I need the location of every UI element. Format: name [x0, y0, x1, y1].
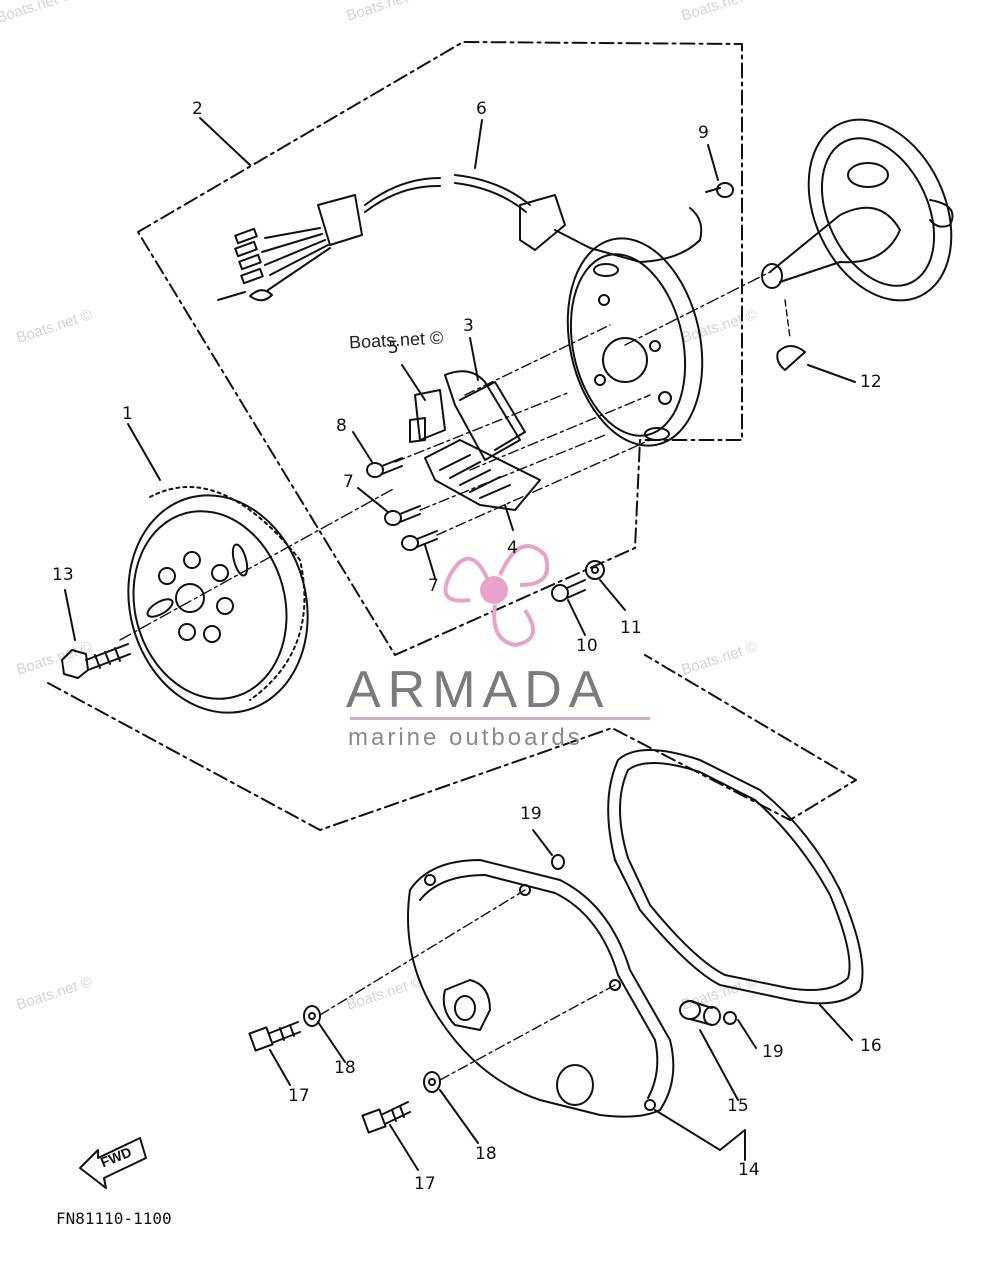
washer [423, 1071, 441, 1093]
cover-gasket [607, 749, 864, 1005]
callout-16: 16 [860, 1036, 882, 1056]
callout-2: 2 [192, 99, 203, 119]
dowel-pin [679, 1000, 721, 1026]
screw [401, 439, 651, 551]
callout-15: 15 [727, 1096, 749, 1116]
flywheel-cover [319, 859, 675, 1118]
callout-12: 12 [860, 372, 882, 392]
bolt [361, 1101, 411, 1134]
armada-propeller-icon [443, 544, 550, 647]
washer [585, 560, 605, 580]
armada-logo: ARMADA [346, 661, 611, 719]
screw [366, 391, 571, 478]
callout-18: 18 [475, 1144, 497, 1164]
stator-base-plate [566, 237, 704, 447]
charge-coil [444, 324, 611, 461]
callout-9: 9 [698, 123, 709, 143]
callout-4: 4 [507, 538, 518, 558]
diagram-code: FN81110-1100 [56, 1209, 172, 1228]
group-outline-dashed [47, 654, 857, 831]
lighting-coil [424, 394, 651, 511]
forward-arrow-icon [79, 1137, 147, 1189]
pin [723, 1011, 737, 1025]
callout-19: 19 [762, 1042, 784, 1062]
logo-divider [350, 717, 650, 720]
callout-6: 6 [476, 99, 487, 119]
pin [551, 854, 565, 870]
callout-14: 14 [738, 1160, 760, 1180]
crankshaft-taper [624, 118, 954, 346]
woodruff-key [776, 345, 806, 371]
bolt [248, 1021, 301, 1052]
callout-1: 1 [122, 404, 133, 424]
wire-harness [217, 174, 703, 302]
pulser-coil [409, 389, 446, 443]
screw [384, 434, 606, 526]
flywheel-bolt [61, 643, 131, 679]
group-outline-dashed [137, 41, 743, 656]
bolt [551, 579, 586, 602]
callout-13: 13 [52, 565, 74, 585]
callout-10: 10 [576, 636, 598, 656]
callout-3: 3 [463, 316, 474, 336]
callout-17: 17 [414, 1174, 436, 1194]
ground-screw [705, 182, 734, 198]
callout-11: 11 [620, 618, 642, 638]
callout-5: 5 [388, 338, 399, 358]
callout-7: 7 [428, 576, 439, 596]
callout-7: 7 [343, 472, 354, 492]
callout-18: 18 [334, 1058, 356, 1078]
callout-8: 8 [336, 416, 347, 436]
washer [303, 1005, 321, 1027]
callout-19: 19 [520, 804, 542, 824]
armada-tagline: marine outboards [348, 724, 583, 751]
callout-17: 17 [288, 1086, 310, 1106]
